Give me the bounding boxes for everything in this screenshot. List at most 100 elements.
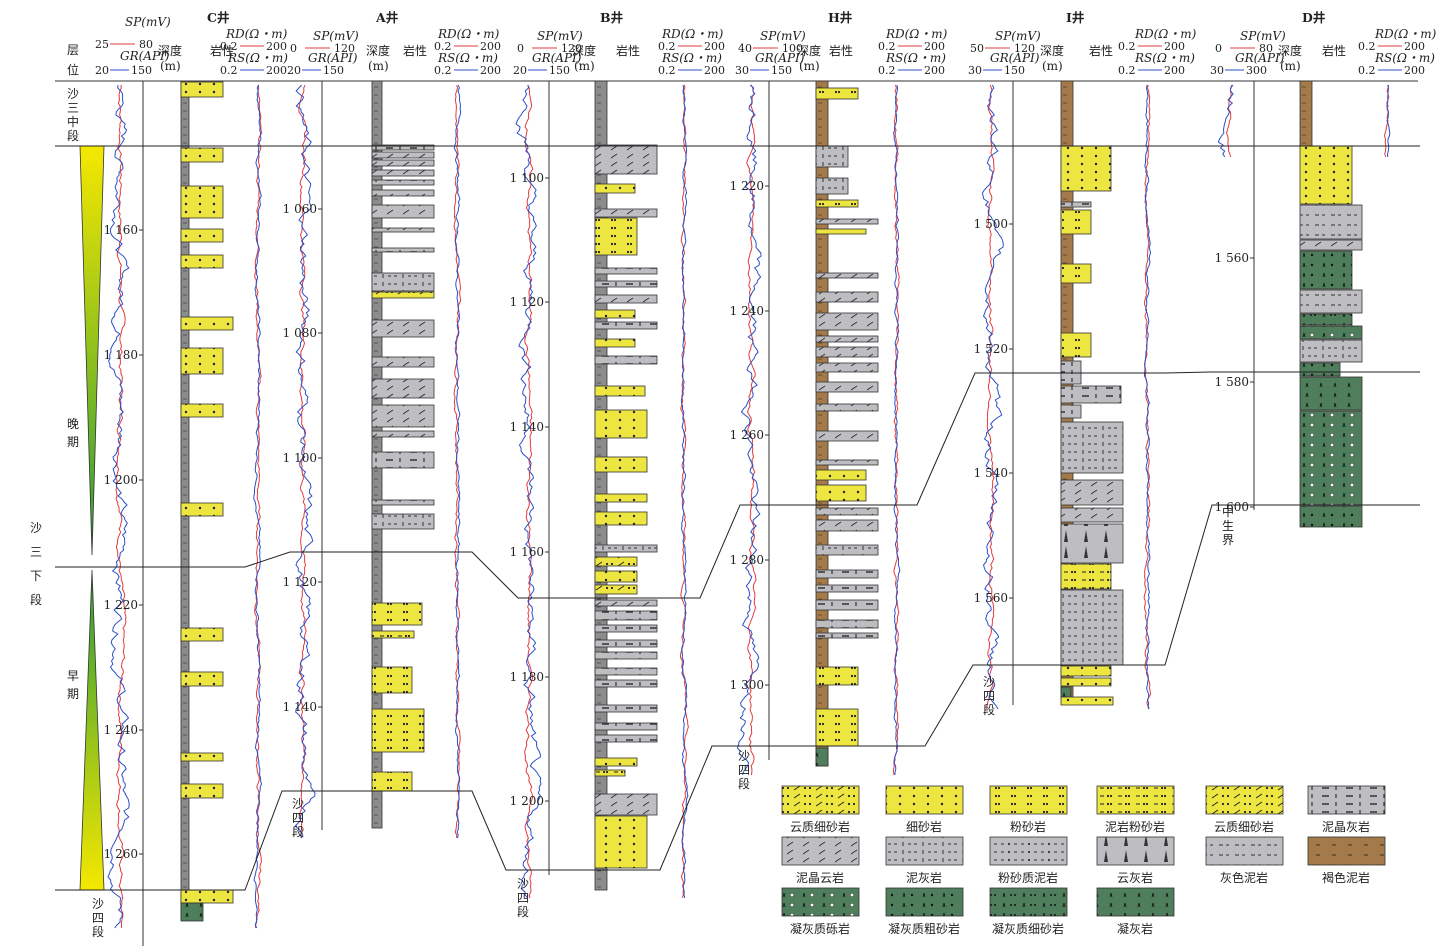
depth-label: 1 140 [510,420,544,434]
legend: 云质细砂岩细砂岩粉砂岩泥岩粉砂岩云质细砂岩泥晶灰岩泥晶云岩泥灰岩粉砂质泥岩云灰岩… [781,785,1386,936]
depth-label: 1 580 [1215,375,1249,389]
lithology-bed [1299,313,1353,326]
lithology-bed [594,267,658,275]
lithology-bed [371,151,435,159]
late-char: 晚 [67,417,79,431]
well-H [736,80,901,776]
lithology-bed [371,708,425,753]
sp-min: 40 [738,42,752,55]
depth-unit: (m) [799,59,820,73]
depth-label: 1 280 [730,553,764,567]
gr-max: 150 [1004,64,1025,77]
lithology-bed [371,159,435,167]
gr-min: 30 [1210,64,1224,77]
depth-label: 1 060 [283,202,317,216]
gr-curve [981,84,1004,710]
depth-label: 1 300 [730,678,764,692]
gr-curve [294,84,316,839]
lithology-bed [180,254,224,269]
lithology-bed [371,356,435,368]
gr-max: 150 [323,64,344,77]
legend-swatch [1096,836,1175,866]
sp-max: 100 [782,42,803,55]
lithology-bed [1060,421,1124,474]
sp-curve [524,84,534,899]
depth-label: 1 540 [974,466,1008,480]
lithology-bed [594,639,658,648]
lithology-bed [1060,677,1112,687]
late-triangle [79,145,105,556]
lithology-bed [371,666,413,694]
es4-char: 四 [738,763,750,777]
lithology-bed [1060,479,1124,506]
lithology-bed [1299,250,1353,290]
gr-header: GR(API) [755,51,805,65]
mesozoic-char: 生 [1222,519,1234,533]
lithology-bed [1060,686,1072,698]
rs-curve [680,84,689,899]
es4-char: 四 [292,811,304,825]
depth-header: 深度 [797,43,821,58]
depth-label: 1 140 [283,700,317,714]
lithology-bed [815,145,849,168]
lithology-bed [594,144,658,175]
legend-swatch [885,887,964,917]
depth-label: 1 180 [104,348,138,362]
rd-header: RD(Ω・m) [661,27,724,41]
lithology-bed [371,499,435,506]
depth-label: 1 500 [974,217,1008,231]
gr-min: 20 [95,64,109,77]
rs-header: RS(Ω・m) [1374,51,1435,65]
sp-min: 0 [1215,42,1222,55]
legend-swatch [989,836,1068,866]
depth-label: 1 120 [510,295,544,309]
gr-header: GR(API) [120,49,170,63]
strat-lower-char: 三 [30,545,42,559]
legend-swatch [1096,785,1175,815]
depth-header: 深度 [158,43,182,58]
lithology-bed [371,189,435,197]
rd-curve [1383,84,1390,158]
lithology-bed [1299,410,1363,506]
lithology-bed [815,87,859,100]
lithology-bed [815,381,879,393]
lithology-bed [815,335,879,343]
lithology-bed [594,544,658,553]
lithology-bed [815,544,879,556]
legend-swatch [885,836,964,866]
well-title-A: A井 [375,10,399,25]
lithology-bed [180,889,234,904]
lithology-bed [815,346,879,358]
lithology-bed [371,169,435,177]
strat-head-2: 位 [67,62,79,77]
rd-curve [1143,84,1152,710]
gr-header: GR(API) [990,51,1040,65]
lithology-bed [1060,404,1082,419]
legend-label: 凝灰岩 [1117,921,1153,936]
gr-curve [515,84,542,899]
depth-label: 1 260 [104,847,138,861]
lithology-bed [815,403,879,412]
lithology-bed [815,459,879,466]
rs-max: 200 [1164,64,1185,77]
depth-unit: (m) [368,59,389,73]
lithology-bed [1060,523,1124,564]
rs-max: 200 [266,64,287,77]
lithology-bed [815,218,879,225]
rs-max: 200 [924,64,945,77]
lithology-bed [594,570,638,583]
early-char: 早 [67,669,79,683]
lithology-bed [371,204,435,219]
lith-header: 岩性 [616,43,640,58]
well-B [515,80,689,899]
rd-min: 0.2 [434,40,452,53]
rs-min: 0.2 [658,64,676,77]
lithology-bed [1060,589,1124,666]
gr-max: 300 [1246,64,1267,77]
lithology-bed [371,430,435,438]
lithology-bed [371,144,435,151]
lithology-bed [1299,145,1353,205]
gr-curve [1217,84,1234,158]
rs-header: RS(Ω・m) [885,51,946,65]
depth-header: 深度 [366,43,390,58]
